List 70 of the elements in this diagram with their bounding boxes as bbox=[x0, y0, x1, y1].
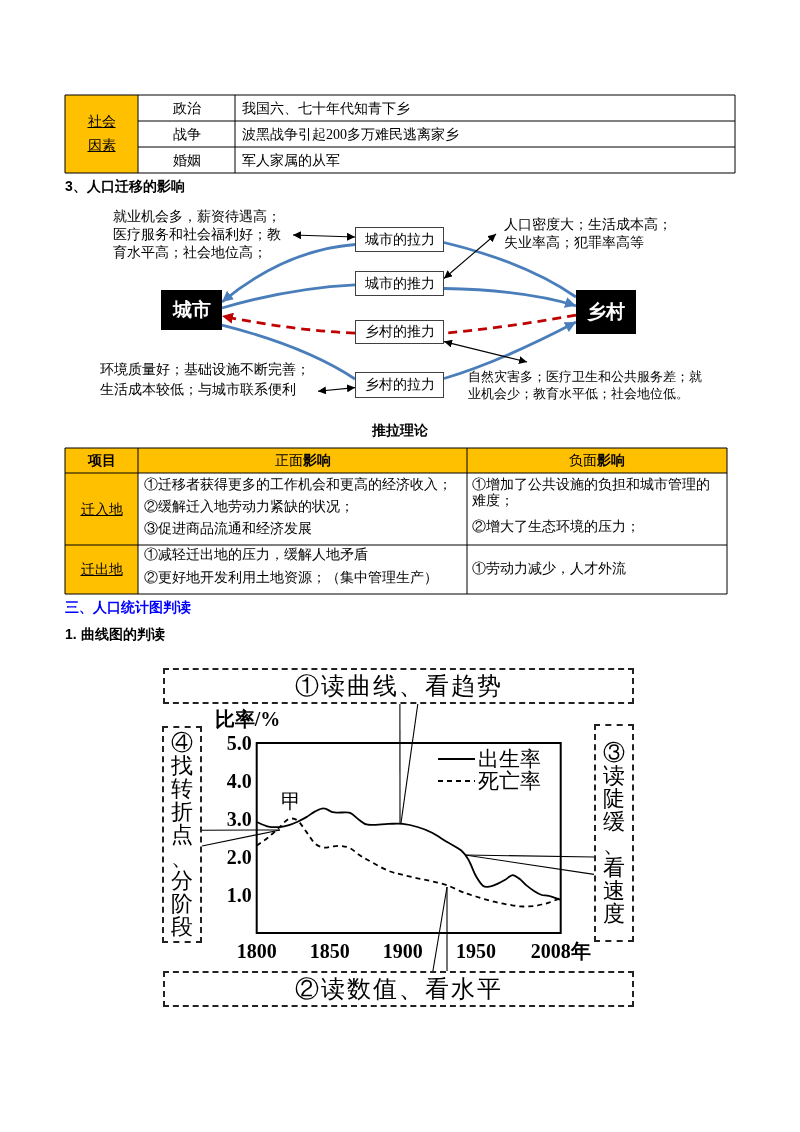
double-headed-arrow bbox=[317, 384, 356, 395]
tick-label: 3.0 bbox=[226, 807, 252, 831]
table-title: 推拉理论 bbox=[372, 421, 428, 439]
tick-label: 2.0 bbox=[226, 845, 252, 869]
tick-label: 1850 bbox=[309, 939, 350, 963]
double-headed-arrow bbox=[443, 233, 497, 280]
tick-label: 5.0 bbox=[226, 731, 252, 755]
dashed-callout-box: ①读曲线、看趋势 bbox=[163, 668, 634, 704]
arrow bbox=[443, 320, 577, 380]
tick-label: 1950 bbox=[455, 939, 496, 963]
leader-line bbox=[399, 703, 401, 824]
leader-line bbox=[201, 829, 281, 831]
table-text: 战争 bbox=[172, 125, 201, 143]
table-text: 我国六、七十年代知青下乡 bbox=[242, 99, 410, 117]
annotation-text: 人口密度大；生活成本高；失业率高；犯罪率高等 bbox=[496, 216, 676, 252]
arrow bbox=[443, 287, 577, 308]
table-text: ①劳动力减少，人才外流 bbox=[472, 560, 626, 577]
table-text: ①减轻迁出地的压力，缓解人地矛盾 bbox=[144, 545, 368, 563]
table-text: 军人家属的从军 bbox=[242, 151, 340, 169]
section-heading: 3、人口迁移的影响 bbox=[65, 177, 185, 195]
table-text: 婚姻 bbox=[172, 151, 201, 169]
table-text: 社会因素 bbox=[87, 113, 116, 155]
factor-box: 城市的推力 bbox=[355, 271, 444, 296]
double-headed-arrow bbox=[443, 339, 528, 364]
dashed-callout-box: ②读数值、看水平 bbox=[163, 971, 634, 1007]
table-header: 项目 bbox=[87, 452, 116, 469]
annotation-text: 环境质量好；基础设施不断完善；生活成本较低；与城市联系便利 bbox=[100, 360, 318, 400]
place-box: 乡村 bbox=[576, 290, 636, 334]
leader-line bbox=[400, 703, 419, 824]
legend-text: 出生率 bbox=[478, 748, 541, 770]
factor-box: 城市的拉力 bbox=[355, 227, 444, 252]
arrow bbox=[221, 312, 356, 335]
tick-label: 4.0 bbox=[226, 769, 252, 793]
axis-title: 比率/% bbox=[214, 707, 281, 731]
tick-label: 1.0 bbox=[226, 883, 252, 907]
leader-line bbox=[464, 854, 595, 858]
connector-line bbox=[221, 283, 356, 310]
leader-line bbox=[446, 886, 448, 972]
section-heading: 1. 曲线图的判读 bbox=[65, 625, 165, 643]
connector-line bbox=[443, 241, 577, 299]
factor-box: 乡村的推力 bbox=[355, 320, 444, 344]
table-text: ②增大了生态环境的压力； bbox=[472, 517, 640, 535]
dashed-callout-box: ③读陡缓、看速度 bbox=[594, 724, 634, 942]
annotation-text: 就业机会多，薪资待遇高；医疗服务和社会福利好；教育水平高；社会地位高； bbox=[113, 208, 293, 262]
legend-text: 死亡率 bbox=[478, 770, 541, 792]
double-headed-arrow bbox=[292, 231, 356, 241]
tick-label: 1900 bbox=[382, 939, 423, 963]
tick-label: 2008年 bbox=[530, 939, 591, 963]
tick-label: 1800 bbox=[236, 939, 277, 963]
annotation-text: 自然灾害多；医疗卫生和公共服务差；就业机会少；教育水平低；社会地位低。 bbox=[468, 362, 704, 402]
table-text: ①迁移者获得更多的工作机会和更高的经济收入； bbox=[144, 475, 452, 493]
table-text: ③促进商品流通和经济发展 bbox=[144, 519, 312, 537]
table-text: ②更好地开发利用土地资源；（集中管理生产） bbox=[144, 568, 438, 586]
table-header: 负面影响 bbox=[569, 452, 625, 469]
point-label: 甲 bbox=[281, 790, 301, 812]
table-text: 波黑战争引起200多万难民逃离家乡 bbox=[242, 125, 459, 143]
table-text: ②缓解迁入地劳动力紧缺的状况； bbox=[144, 497, 354, 515]
table-text: 迁出地 bbox=[80, 561, 123, 578]
table-text: 迁入地 bbox=[80, 500, 123, 518]
place-box: 城市 bbox=[161, 290, 222, 330]
factor-box: 乡村的拉力 bbox=[355, 372, 444, 398]
table-text: ①增加了公共设施的负担和城市管理的难度； bbox=[472, 477, 711, 509]
leader-line bbox=[201, 829, 281, 847]
table-header: 正面影响 bbox=[274, 452, 331, 469]
section-heading: 三、人口统计图判读 bbox=[65, 598, 191, 616]
dashed-callout-box: ④找转折点、分阶段 bbox=[162, 726, 202, 943]
leader-line bbox=[464, 854, 595, 875]
arrow bbox=[221, 243, 356, 304]
table-text: 政治 bbox=[172, 99, 201, 117]
connector-line bbox=[221, 323, 356, 381]
